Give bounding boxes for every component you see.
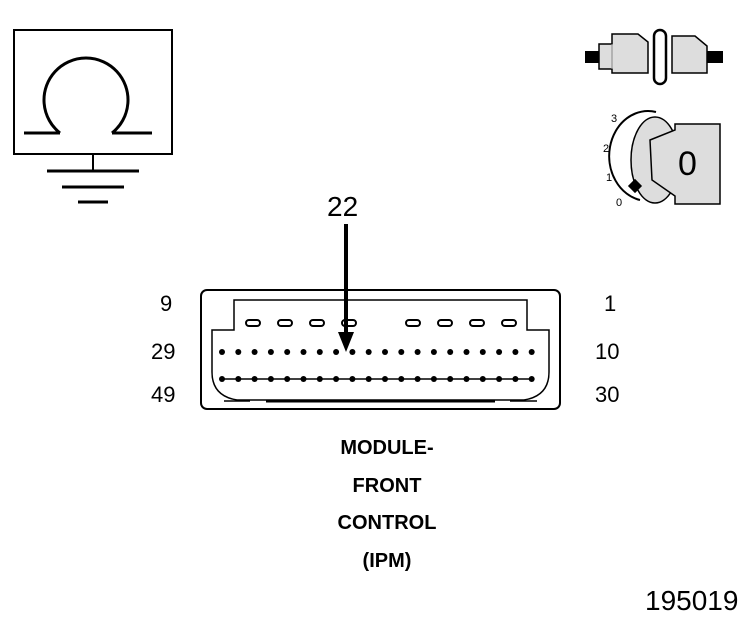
connector-pin-dot [479, 349, 486, 355]
key-position-0: 0 [616, 197, 623, 209]
pin-22-callout-arrow [338, 224, 354, 352]
module-name-line-1: MODULE- [340, 437, 434, 459]
connector-pin-oval [469, 319, 485, 327]
cavity-label-bottom-right: 30 [595, 382, 620, 407]
figure-number: 195019 [645, 585, 739, 616]
connector-pin-dot [267, 349, 274, 355]
connector-pin-oval [437, 319, 453, 327]
connector-body [200, 289, 561, 410]
connector-pin-dot [512, 349, 519, 355]
pin-22-label: 22 [327, 191, 359, 222]
connector-pin-dot [284, 349, 291, 355]
connector-pin-dot [219, 349, 225, 355]
connector-pin-dot [316, 349, 323, 355]
connector-pin-oval [245, 319, 261, 327]
cavity-label-top-right: 1 [604, 291, 617, 316]
cavity-label-mid-right: 10 [595, 339, 620, 364]
connector-pin-dot [414, 349, 421, 355]
connector-pin-oval [277, 319, 293, 327]
cavity-label-mid-left: 29 [151, 339, 176, 364]
module-name-line-3: CONTROL [337, 512, 437, 534]
connector-pin-dot [300, 349, 307, 355]
connector-pin-dot [349, 349, 356, 355]
connector-pin-oval [405, 319, 421, 327]
connector-pin-dot [382, 349, 388, 355]
key-position-1: 1 [606, 172, 613, 184]
connector-pin-dot [365, 349, 372, 355]
connector-pin-dot [447, 349, 454, 355]
cavity-label-bottom-left: 49 [151, 382, 176, 407]
disconnected-connector-icon [585, 28, 723, 86]
cavity-label-top-left: 9 [160, 291, 173, 316]
connector-pin-dot [333, 349, 340, 355]
connector-pin-dot [251, 349, 258, 355]
connector-pin-dot [528, 376, 535, 382]
connector-pins [219, 319, 535, 382]
ignition-key-icon [608, 110, 721, 205]
connector-pin-dot [430, 349, 437, 355]
key-position-3: 3 [611, 113, 618, 125]
connector-pin-dot [398, 349, 405, 355]
connector-pin-dot [463, 349, 470, 355]
key-position-2: 2 [603, 143, 610, 155]
connector-pin-oval [341, 319, 357, 327]
connector-pin-oval [309, 319, 325, 327]
connector-pin-dot [496, 349, 503, 355]
module-name-line-2: FRONT [352, 475, 422, 497]
connector-pin-dot [528, 349, 535, 355]
ignition-key-label: 0 [678, 145, 697, 183]
connector-pin-dot [235, 349, 242, 355]
module-name-line-4: (IPM) [362, 550, 412, 572]
ohmmeter-ground-icon [13, 29, 173, 204]
connector-pin-oval [501, 319, 517, 327]
